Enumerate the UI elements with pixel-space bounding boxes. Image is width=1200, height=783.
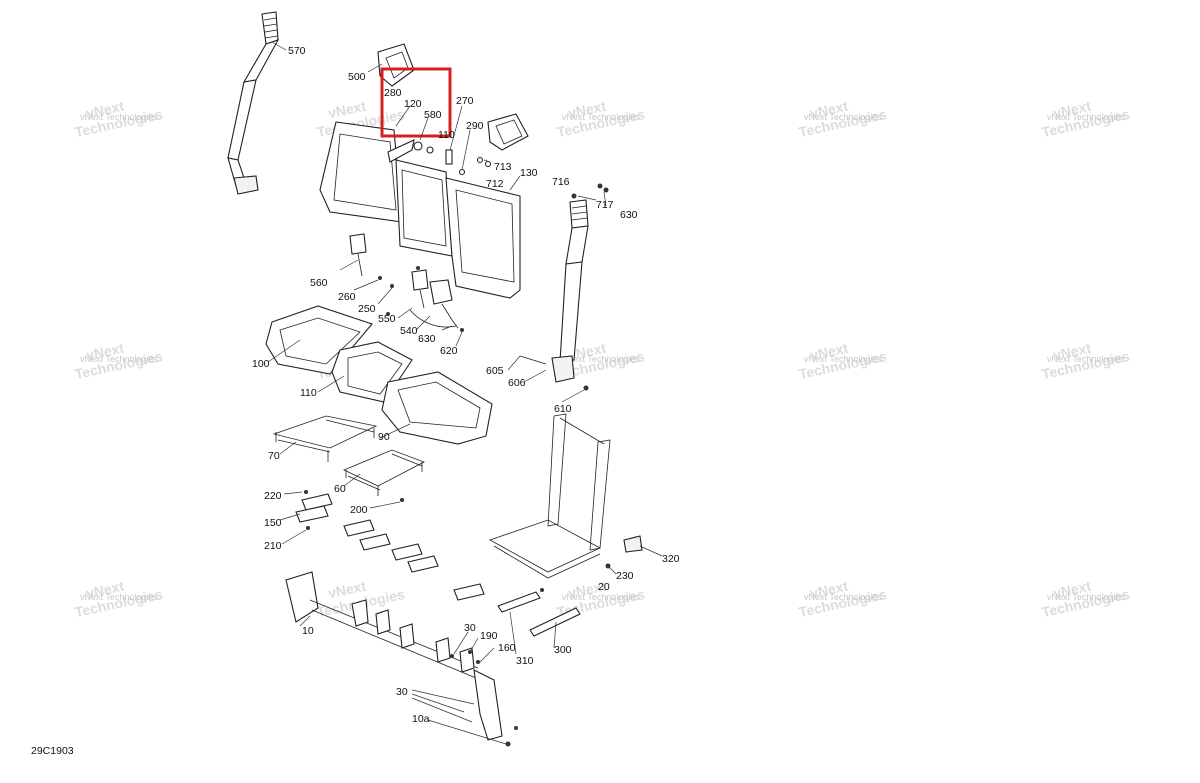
base-frame[interactable] [285, 571, 518, 747]
callout-label: 630 [620, 209, 638, 221]
watermark: vNext [567, 98, 608, 122]
watermark: vNext Technologies [562, 592, 640, 602]
callout-label: 90 [378, 431, 390, 443]
watermark: vNext Technologies [80, 354, 158, 364]
callout-label: 210 [264, 540, 282, 552]
callout-label: 620 [440, 345, 458, 357]
leader-lines [267, 41, 663, 745]
callout-label: 200 [350, 504, 368, 516]
seat-brackets[interactable] [295, 490, 485, 601]
part-320-bracket[interactable] [623, 535, 643, 553]
watermark: vNext [567, 578, 608, 602]
watermark: vNext [85, 578, 126, 602]
watermark: vNext Technologies [1047, 354, 1125, 364]
callout-label: 100 [252, 358, 270, 370]
callout-label: 280 [384, 87, 402, 99]
watermark: vNext [327, 98, 368, 122]
watermark: vNext [1052, 98, 1093, 122]
watermark: vNext [809, 340, 850, 364]
callout-label: 570 [288, 45, 306, 57]
watermark: vNext [1052, 340, 1093, 364]
watermark: vNext Technologies [1047, 112, 1125, 122]
callout-label: 110 [438, 129, 455, 141]
callout-label: 10a [412, 713, 430, 725]
callout-label: 717 [596, 199, 614, 211]
seat-side-frame[interactable] [489, 413, 611, 579]
callout-label: 290 [466, 120, 484, 132]
watermark: vNext Technologies [804, 354, 882, 364]
watermark: vNext [85, 340, 126, 364]
watermark: vNext Technologies [804, 592, 882, 602]
watermark: vNext [327, 578, 368, 602]
callout-label: 540 [400, 325, 418, 337]
callout-label: 30 [396, 686, 408, 698]
callout-label: 250 [358, 303, 376, 315]
callout-label: 713 [494, 161, 512, 173]
callout-label: 712 [486, 178, 504, 190]
left-seat-belt[interactable] [227, 11, 280, 195]
callout-label: 120 [404, 98, 422, 110]
watermark: vNext [809, 98, 850, 122]
callout-label: 190 [480, 630, 498, 642]
callout-label: 20 [598, 581, 610, 593]
watermark: vNext Technologies [562, 354, 640, 364]
seat-cushions[interactable] [265, 305, 493, 445]
callout-label: 716 [552, 176, 570, 188]
callout-label: 560 [310, 277, 328, 289]
callout-labels: 570 500 280 120 580 270 290 713 712 130 … [252, 45, 680, 725]
callout-label: 30 [464, 622, 476, 634]
callout-label: 160 [498, 642, 516, 654]
callout-label: 60 [334, 483, 346, 495]
watermark: vNext [85, 98, 126, 122]
right-seat-belt[interactable] [519, 183, 609, 391]
watermark: vNext [809, 578, 850, 602]
callout-label: 606 [508, 377, 526, 389]
highlight-box [380, 67, 452, 138]
watermark: vNext Technologies [562, 112, 640, 122]
callout-label: 150 [264, 517, 282, 529]
seat-frames[interactable] [272, 415, 425, 496]
seat-belt-buckles[interactable] [349, 233, 464, 332]
callout-label: 230 [616, 570, 634, 582]
callout-label: 605 [486, 365, 504, 377]
callout-label: 320 [662, 553, 680, 565]
diagram-code: 29C1903 [31, 745, 74, 757]
headrest-right[interactable] [487, 113, 529, 151]
watermark: vNext [1052, 578, 1093, 602]
watermark: vNext [567, 340, 608, 364]
seat-back-hardware[interactable] [413, 141, 492, 176]
callout-label: 500 [348, 71, 366, 83]
callout-label: 550 [378, 313, 396, 325]
callout-label: 70 [268, 450, 280, 462]
callout-label: 300 [554, 644, 572, 656]
callout-label: 580 [424, 109, 442, 121]
watermark: vNext Technologies [804, 112, 882, 122]
rail-assemblies[interactable] [497, 588, 581, 637]
callout-label: 260 [338, 291, 356, 303]
callout-label: 10 [302, 625, 314, 637]
callout-label: 130 [520, 167, 538, 179]
callout-label: 270 [456, 95, 474, 107]
watermark: vNext Technologies [1047, 592, 1125, 602]
callout-label: 310 [516, 655, 534, 667]
callout-label: 610 [554, 403, 572, 415]
callout-label: 220 [264, 490, 282, 502]
callout-label: 630 [418, 333, 436, 345]
watermark: vNext Technologies [80, 592, 158, 602]
seat-back[interactable] [319, 121, 521, 299]
watermark: vNext Technologies [80, 112, 158, 122]
callout-label: 110 [300, 387, 317, 399]
